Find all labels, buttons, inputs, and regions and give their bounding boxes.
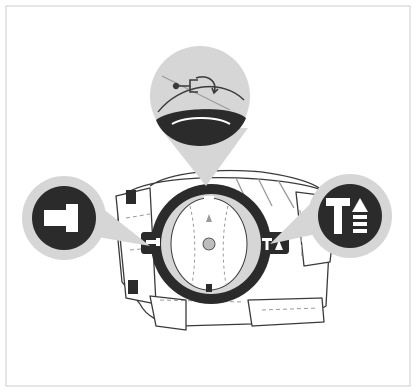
right-callout xyxy=(308,174,392,258)
top-callout xyxy=(150,46,250,146)
clip-tab-lower xyxy=(128,280,138,294)
left-callout xyxy=(22,176,106,260)
clip-tab-upper xyxy=(126,190,136,204)
